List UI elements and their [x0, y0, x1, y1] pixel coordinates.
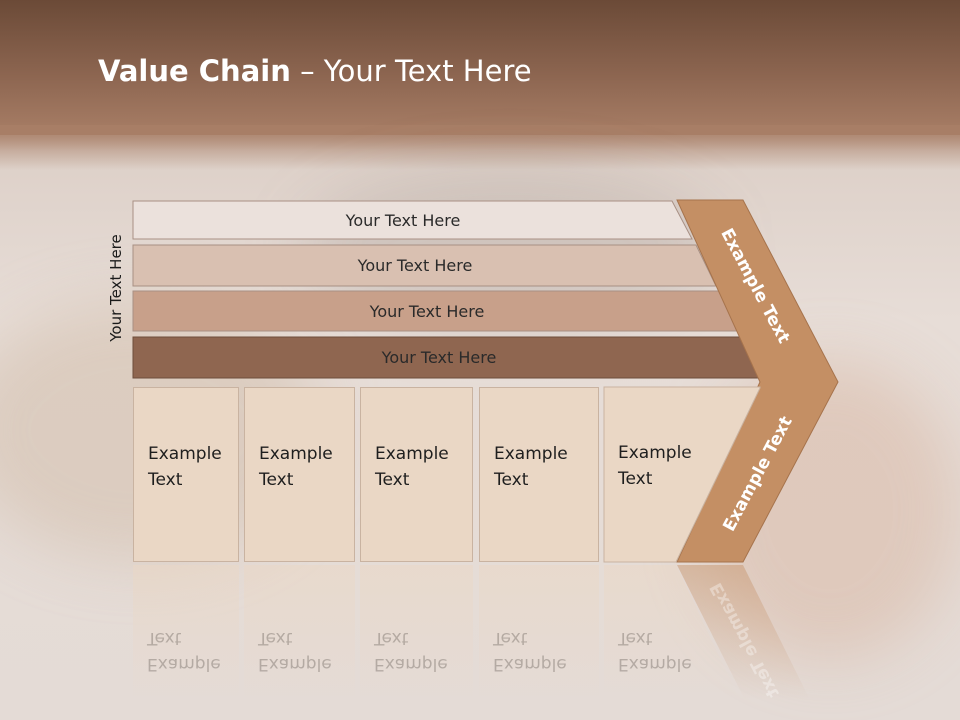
- support-bar-label: Your Text Here: [381, 348, 497, 367]
- primary-activity-reflection-text: Example Text: [374, 628, 448, 674]
- slide-title: Value Chain – Your Text Here: [98, 54, 532, 88]
- primary-box-5-shape: [603, 386, 761, 563]
- primary-activity-box: Example Text: [360, 387, 473, 562]
- primary-activity-reflection-text: Example Text: [147, 628, 221, 674]
- title-rest: – Your Text Here: [290, 54, 532, 88]
- primary-activity-reflection: Example Text: [604, 565, 692, 705]
- chevron-arrow-shape: [676, 199, 839, 563]
- primary-activity-reflection: Example Text: [244, 565, 355, 705]
- title-band-fade: [0, 125, 960, 170]
- primary-activity-reflection: Example Text: [360, 565, 473, 705]
- primary-box-5-reflection: [604, 565, 740, 700]
- support-bar: Your Text Here: [133, 201, 693, 239]
- primary-activity-reflection-text: Example Text: [618, 628, 692, 674]
- title-band: [0, 0, 960, 135]
- support-bar-label: Your Text Here: [357, 256, 473, 275]
- primary-activity-reflection: Example Text: [133, 565, 239, 705]
- primary-activity-reflection: Example Text: [479, 565, 599, 705]
- primary-activity-label: Example Text: [259, 444, 333, 490]
- primary-activity-box: Example Text: [244, 387, 355, 562]
- primary-activity-label: Example Text: [375, 444, 449, 490]
- support-bar-label: Your Text Here: [345, 210, 461, 230]
- support-bar: Your Text Here: [133, 337, 765, 378]
- primary-activity-label: Example Text: [618, 443, 692, 489]
- support-bar-1-shape: [132, 200, 693, 240]
- title-bold: Value Chain: [98, 54, 291, 88]
- support-bar: Your Text Here: [133, 245, 717, 286]
- primary-activity-box: Example Text: [604, 387, 692, 562]
- primary-activity-reflection-text: Example Text: [493, 628, 567, 674]
- primary-activity-label: Example Text: [494, 444, 568, 490]
- support-bar: Your Text Here: [133, 291, 741, 331]
- primary-activity-box: Example Text: [479, 387, 599, 562]
- primary-activity-reflection-text: Example Text: [258, 628, 332, 674]
- primary-activity-box: Example Text: [133, 387, 239, 562]
- support-bar-label: Your Text Here: [369, 301, 485, 321]
- chevron-arrow-reflection: [677, 565, 810, 700]
- primary-activity-label: Example Text: [148, 444, 222, 490]
